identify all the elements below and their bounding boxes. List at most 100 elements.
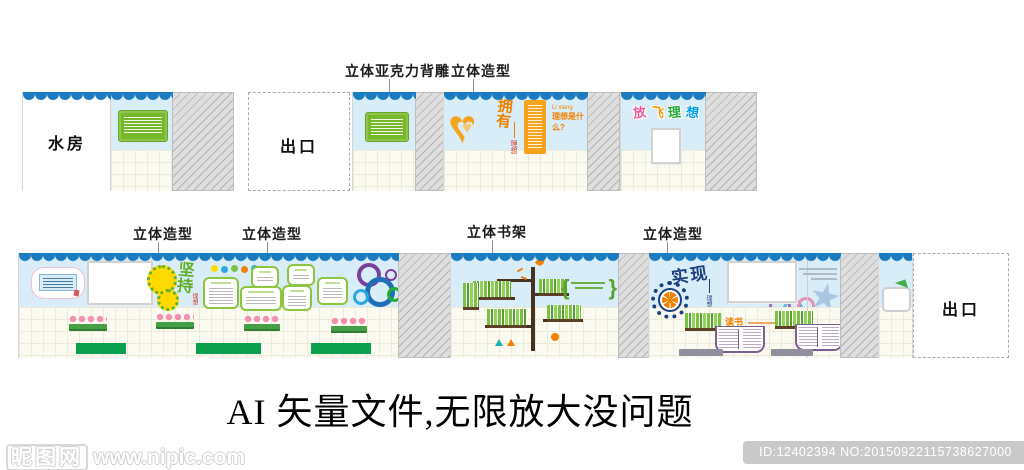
green-plaque-icon — [118, 110, 168, 142]
panel-plane — [878, 253, 913, 358]
water-room-label: 水房 — [47, 136, 86, 153]
wall-elevation-top: 水房 出口 ♥ ♥ ♥ — [22, 92, 757, 191]
panel-water-room: 水房 — [22, 92, 112, 191]
own-title: 拥有 — [493, 97, 514, 129]
panel-seam — [807, 253, 808, 358]
reading-text: 读书 — [725, 317, 744, 327]
flower-planter — [244, 315, 280, 331]
tall-grass-icon — [463, 283, 479, 310]
awning-icon — [353, 92, 416, 101]
orange-banner-icon — [524, 100, 546, 154]
ship-wheel-icon — [651, 281, 689, 319]
block-char: 放 — [632, 104, 648, 121]
panel-own-ideal: ♥ ♥ ♥ 拥有 理想 Li xiang 理想是什么? — [443, 92, 589, 191]
arrow-icon — [507, 339, 515, 346]
callout-3d-shape-2: 立体造型 — [242, 226, 302, 242]
dot-icon — [551, 333, 559, 341]
awning-icon — [111, 92, 173, 101]
vector-file-caption: AI 矢量文件,无限放大没问题 — [226, 392, 694, 432]
ideal-question: Li xiang 理想是什么? — [552, 105, 588, 133]
door-hatch — [398, 253, 452, 358]
image-id-badge: ID:12402394 NO:20150922115738627000 — [743, 441, 1024, 464]
realize-subtitle: 理想 — [705, 295, 711, 307]
picture-frame — [651, 128, 681, 164]
awning-icon — [621, 92, 706, 101]
panel-exit-top: 出口 — [248, 92, 350, 191]
wall-elevation-bottom: 坚持 理想 — [18, 253, 1009, 358]
awning-icon — [649, 253, 841, 262]
brace-open: { — [561, 275, 570, 300]
dots-decor-icon — [211, 265, 218, 272]
bench — [76, 343, 126, 354]
picture-frame — [87, 261, 153, 305]
quote-text — [799, 265, 837, 283]
open-book-icon — [715, 326, 765, 353]
green-board — [282, 285, 312, 311]
panel-sign-1 — [110, 92, 174, 191]
brace-close: } — [608, 275, 617, 300]
bench — [679, 349, 723, 356]
block-char: 想 — [684, 104, 700, 121]
cloud-ring-icon — [797, 297, 815, 307]
persist-subtitle: 理想 — [191, 293, 197, 305]
callout-bookshelf: 立体书架 — [467, 224, 527, 240]
reading-title: 读书 — [725, 315, 778, 328]
books-icon — [487, 309, 527, 328]
block-char: 飞 — [650, 104, 665, 121]
flower-planter — [331, 317, 367, 333]
green-board — [317, 277, 348, 305]
awning-icon — [19, 253, 399, 262]
flower-planter — [69, 315, 107, 331]
brace-quote: { } — [561, 275, 617, 300]
door-hatch — [415, 92, 445, 191]
green-plaque-icon — [365, 112, 409, 142]
cloud-sign-icon — [31, 267, 85, 299]
persist-title: 坚持 — [173, 260, 194, 294]
awning-icon — [451, 253, 619, 262]
books-icon — [539, 279, 567, 296]
flower-ring-icon — [385, 269, 397, 281]
bench — [196, 343, 261, 354]
green-board — [251, 266, 279, 288]
awning-icon — [444, 92, 588, 101]
flower-ring-icon — [387, 287, 399, 302]
callout-3d-shape-1: 立体造型 — [133, 226, 193, 242]
door-hatch — [172, 92, 234, 191]
colorful-blocks-text: 放 飞 理 想 — [631, 104, 701, 122]
panel-blocks: 放 飞 理 想 — [620, 92, 707, 191]
rounded-frame — [882, 287, 911, 312]
gear-icon — [157, 289, 179, 311]
bench — [311, 343, 371, 354]
panel-realize: ★ 实现 理想 读书 — [648, 253, 842, 358]
callout-3d-shape-3: 立体造型 — [643, 226, 703, 242]
green-board — [287, 264, 315, 286]
callout-3d-shape-top: 立体造型 — [451, 63, 511, 79]
heart-icon: ♥ ♥ ♥ — [448, 101, 477, 154]
block-char: 理 — [667, 104, 682, 121]
awning-icon — [879, 253, 912, 262]
panel-sign-2 — [352, 92, 417, 191]
door-hatch — [618, 253, 650, 358]
door-hatch — [587, 92, 620, 191]
books-icon — [547, 305, 581, 322]
green-board — [240, 286, 282, 311]
arrow-icon — [495, 339, 503, 346]
pinyin-text: Li xiang — [552, 105, 573, 111]
realize-title: 实现 — [670, 263, 711, 288]
callout-acrylic-relief: 立体亚克力背雕 — [345, 63, 450, 79]
flower-planter — [156, 313, 194, 329]
nipic-url: www.nipic.com — [93, 446, 246, 469]
own-subtitle: 理想 — [510, 140, 517, 154]
exit-label: 出口 — [279, 139, 318, 156]
awning-icon — [23, 92, 111, 101]
question-text: 理想是什么? — [552, 112, 584, 132]
open-book-icon — [795, 324, 841, 351]
exit-label: 出口 — [941, 302, 980, 319]
nipic-logo: 昵图网 — [6, 444, 88, 470]
books-icon — [685, 313, 721, 331]
door-hatch — [705, 92, 757, 191]
green-board — [203, 277, 239, 309]
panel-bookshelf: { } — [450, 253, 620, 358]
